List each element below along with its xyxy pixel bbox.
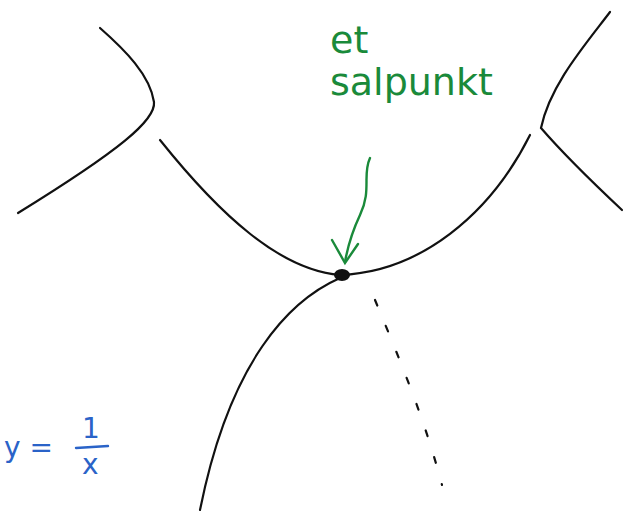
dotted-curve bbox=[375, 300, 442, 485]
callout-label: et salpunkt bbox=[330, 20, 493, 104]
equation-lhs: y = bbox=[4, 433, 53, 464]
saddle-point-dot bbox=[334, 269, 350, 281]
upward-parabola bbox=[160, 135, 530, 275]
fraction-denominator: x bbox=[82, 450, 99, 481]
arrow-head bbox=[332, 240, 358, 263]
hyperbola-branch-left bbox=[18, 28, 154, 213]
fraction-bar bbox=[76, 446, 108, 448]
downward-curve bbox=[200, 278, 340, 510]
fraction-numerator: 1 bbox=[82, 414, 100, 445]
hyperbola-branch-right bbox=[541, 12, 622, 210]
